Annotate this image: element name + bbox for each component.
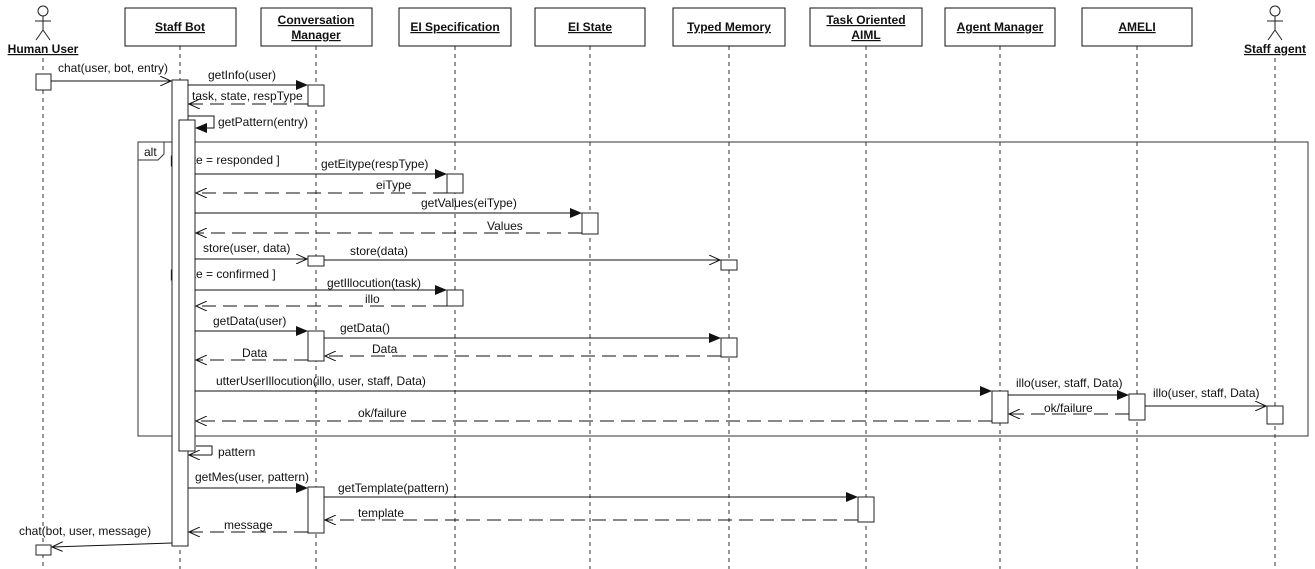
actor-human-user: Human User: [8, 5, 79, 56]
activation-conversation-manager-store: [307, 255, 325, 267]
actor-label: Human User: [8, 42, 79, 56]
svg-text:getEitype(respType): getEitype(respType): [321, 157, 428, 171]
stick-figure-icon: [1267, 5, 1283, 41]
message-values-return: Values: [196, 219, 582, 233]
message-geteitype: getEitype(respType): [195, 157, 447, 179]
message-chat-in: chat(user, bot, entry): [51, 61, 171, 81]
actor-staff-agent: Staff agent: [1244, 5, 1306, 56]
message-illo-return: illo: [196, 292, 447, 306]
message-getdata-user: getData(user): [195, 314, 308, 336]
message-store-data: store(data): [324, 244, 720, 260]
message-ok-failure-ameli: ok/failure: [1009, 401, 1129, 415]
participant-label: AMELI: [1118, 20, 1155, 34]
activation-human-user-top: [35, 73, 52, 91]
activation-ei-specification-type: [446, 173, 464, 194]
activation-ei-state-values: [581, 212, 599, 235]
guard-responded: [ state = responded ]: [170, 153, 280, 167]
activation-human-user-bottom: [35, 544, 52, 556]
svg-text:illo: illo: [365, 292, 380, 306]
participant-task-oriented-aiml: Task Oriented AIML: [809, 7, 923, 47]
svg-text:illo(user, staff, Data): illo(user, staff, Data): [1153, 386, 1260, 400]
participant-label: Staff Bot: [155, 20, 205, 34]
guard-confirmed: [ state = confirmed ]: [170, 267, 276, 281]
svg-text:getData(): getData(): [340, 321, 390, 335]
message-message-return: message: [189, 518, 308, 532]
message-getinfo-return: task, state, respType: [189, 89, 308, 104]
message-template-return: template: [325, 506, 858, 520]
message-chat-out: chat(bot, user, message): [19, 524, 173, 547]
svg-text:getInfo(user): getInfo(user): [208, 68, 276, 82]
svg-text:task, state, respType: task, state, respType: [192, 89, 303, 103]
svg-text:chat(bot, user, message): chat(bot, user, message): [19, 524, 151, 538]
message-getmes: getMes(user, pattern): [188, 470, 309, 493]
svg-text:Values: Values: [487, 219, 523, 233]
activation-ei-specification-illocution: [446, 289, 464, 307]
alt-fragment: alt [ state = responded ] [ state = conf…: [137, 141, 1309, 437]
svg-text:pattern: pattern: [218, 445, 255, 459]
message-illo-to-ameli: illo(user, staff, Data): [1008, 376, 1129, 400]
message-pattern-return: pattern: [189, 445, 255, 459]
message-getillocution: getIllocution(task): [195, 276, 447, 295]
message-ok-failure-manager: ok/failure: [196, 406, 992, 421]
participant-label: EI State: [568, 20, 612, 34]
activation-conversation-manager-info: [307, 84, 325, 107]
participant-ei-specification: EI Specification: [398, 7, 512, 47]
message-data-return-manager: Data: [196, 346, 308, 360]
activation-agent-manager: [991, 390, 1009, 424]
stick-figure-icon: [35, 5, 51, 41]
message-getdata: getData(): [324, 321, 721, 343]
svg-text:utterUserIllocution(illo, user: utterUserIllocution(illo, user, staff, D…: [216, 374, 426, 388]
svg-text:message: message: [224, 518, 273, 532]
participant-ameli: AMELI: [1081, 7, 1193, 47]
svg-text:getData(user): getData(user): [213, 314, 286, 328]
participant-label-line1: Conversation: [278, 13, 355, 27]
message-illo-to-staff-agent: illo(user, staff, Data): [1145, 386, 1266, 406]
message-getpattern: getPattern(entry): [188, 115, 308, 133]
svg-text:Data: Data: [372, 342, 398, 356]
svg-text:ok/failure: ok/failure: [1044, 401, 1093, 415]
participant-staff-bot: Staff Bot: [124, 7, 237, 47]
fragment-operator: alt: [144, 145, 157, 159]
svg-text:template: template: [358, 506, 404, 520]
participant-label-line2: AIML: [851, 28, 880, 42]
message-utter-user-illocution: utterUserIllocution(illo, user, staff, D…: [195, 374, 992, 396]
svg-text:getValues(eiType): getValues(eiType): [421, 196, 517, 210]
activation-task-oriented-aiml: [857, 496, 875, 523]
activation-typed-memory-data: [720, 337, 738, 358]
participant-label: EI Specification: [410, 20, 499, 34]
svg-text:getPattern(entry): getPattern(entry): [218, 115, 308, 129]
message-eitype-return: eiType: [196, 178, 447, 193]
activation-staff-bot-nested: [178, 119, 196, 452]
participant-agent-manager: Agent Manager: [944, 7, 1056, 47]
activation-typed-memory-store: [720, 259, 738, 271]
svg-text:Data: Data: [242, 346, 268, 360]
svg-text:getTemplate(pattern): getTemplate(pattern): [338, 481, 449, 495]
participant-label: Typed Memory: [687, 20, 771, 34]
svg-text:store(data): store(data): [350, 244, 408, 258]
svg-text:ok/failure: ok/failure: [358, 406, 407, 420]
message-store-user-data: store(user, data): [195, 241, 307, 259]
svg-text:getMes(user, pattern): getMes(user, pattern): [195, 470, 309, 484]
participant-conversation-manager: Conversation Manager: [260, 7, 373, 47]
message-data-return-memory: Data: [325, 342, 721, 356]
participant-label-line1: Task Oriented: [826, 13, 905, 27]
message-getinfo: getInfo(user): [188, 68, 308, 90]
message-getvalues: getValues(eiType): [195, 196, 582, 218]
activation-conversation-manager-mes: [307, 486, 325, 534]
participant-typed-memory: Typed Memory: [672, 7, 786, 47]
participant-label: Agent Manager: [957, 20, 1044, 34]
participant-ei-state: EI State: [534, 7, 646, 47]
svg-text:chat(user, bot, entry): chat(user, bot, entry): [58, 61, 168, 75]
activation-conversation-manager-data: [307, 330, 325, 362]
svg-text:eiType: eiType: [376, 178, 412, 192]
svg-text:store(user, data): store(user, data): [203, 241, 290, 255]
participant-label-line2: Manager: [291, 28, 341, 42]
svg-text:illo(user, staff, Data): illo(user, staff, Data): [1016, 376, 1123, 390]
activation-ameli: [1128, 393, 1146, 421]
svg-text:getIllocution(task): getIllocution(task): [327, 276, 421, 290]
actor-label: Staff agent: [1244, 42, 1306, 56]
message-gettemplate: getTemplate(pattern): [324, 481, 858, 502]
activation-staff-agent: [1266, 405, 1284, 425]
